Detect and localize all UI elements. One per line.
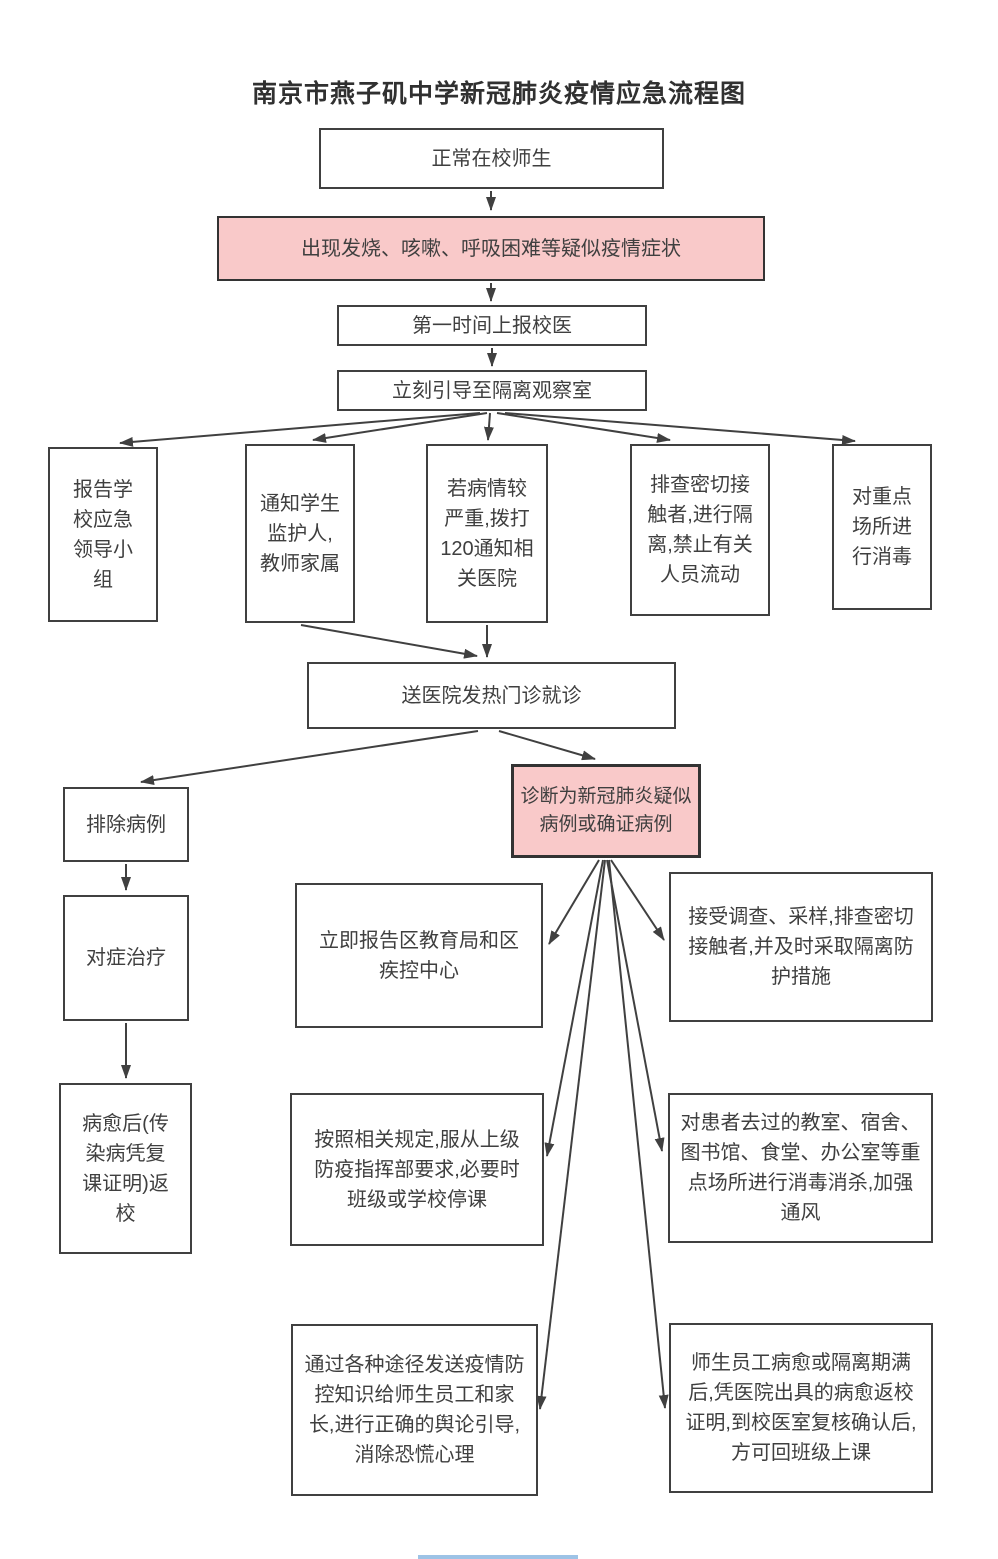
bottom-scroll-indicator [418, 1555, 578, 1559]
node-screen-close-contacts: 排查密切接触者,进行隔离,禁止有关人员流动 [630, 444, 770, 616]
node-report-school-doctor: 第一时间上报校医 [337, 305, 647, 346]
node-symptomatic-treatment: 对症治疗 [63, 895, 189, 1021]
arrow-diagnosed-to-disinfect-places [606, 859, 665, 1152]
arrow-diagnosed-to-return-class [608, 859, 669, 1409]
arrow-isolation-to-call-120 [483, 412, 494, 441]
node-call-120-hospital: 若病情较严重,拨打120通知相关医院 [426, 444, 548, 623]
arrow-diagnosed-to-investigation [610, 859, 665, 941]
page-title: 南京市燕子矶中学新冠肺炎疫情应急流程图 [251, 80, 746, 108]
node-fever-clinic-visit: 送医院发热门诊就诊 [307, 662, 676, 729]
node-return-to-class-after-check: 师生员工病愈或隔离期满后,凭医院出具的病愈返校证明,到校医室复核确认后,方可回班… [669, 1323, 933, 1493]
arrow-fever-to-excluded [140, 730, 479, 785]
node-return-after-recovery: 病愈后(传染病凭复课证明)返校 [59, 1083, 192, 1254]
node-accept-investigation-sampling: 接受调查、采样,排查密切接触者,并及时采取隔离防护措施 [669, 872, 933, 1022]
node-case-excluded: 排除病例 [63, 787, 189, 862]
node-notify-guardians-family: 通知学生监护人,教师家属 [245, 444, 355, 623]
arrow-isolation-to-report-leaders [119, 412, 481, 447]
arrow-diagnosed-to-follow-rules [544, 859, 604, 1157]
node-normal-students: 正常在校师生 [319, 128, 664, 189]
node-guide-to-isolation-room: 立刻引导至隔离观察室 [337, 370, 647, 411]
arrow-isolation-to-notify-guardians [312, 412, 488, 443]
arrow-isolation-to-disinfect-key [504, 412, 856, 445]
node-disinfect-visited-places: 对患者去过的教室、宿舍、图书馆、食堂、办公室等重点场所进行消毒消杀,加强通风 [668, 1093, 933, 1243]
arrow-isolation-to-screen-contacts [496, 412, 671, 443]
node-diagnosed-suspected-or-confirmed: 诊断为新冠肺炎疑似病例或确证病例 [511, 764, 701, 858]
node-disinfect-key-places: 对重点场所进行消毒 [832, 444, 932, 610]
node-suspected-symptoms: 出现发烧、咳嗽、呼吸困难等疑似疫情症状 [217, 216, 765, 281]
node-report-emergency-leaders: 报告学校应急领导小组 [48, 447, 158, 622]
arrow-fever-to-diagnosed [498, 730, 596, 761]
arrow-diagnosed-to-report-bureau [548, 859, 600, 945]
node-follow-regulations-suspend-class: 按照相关规定,服从上级防疫指挥部要求,必要时班级或学校停课 [290, 1093, 544, 1246]
node-send-prevention-knowledge: 通过各种途径发送疫情防控知识给师生员工和家长,进行正确的舆论引导,消除恐慌心理 [291, 1324, 538, 1496]
node-report-education-bureau-cdc: 立即报告区教育局和区疾控中心 [295, 883, 543, 1028]
arrow-diagnosed-to-publicity [536, 859, 606, 1410]
arrow-notify-to-fever-clinic [300, 624, 478, 659]
